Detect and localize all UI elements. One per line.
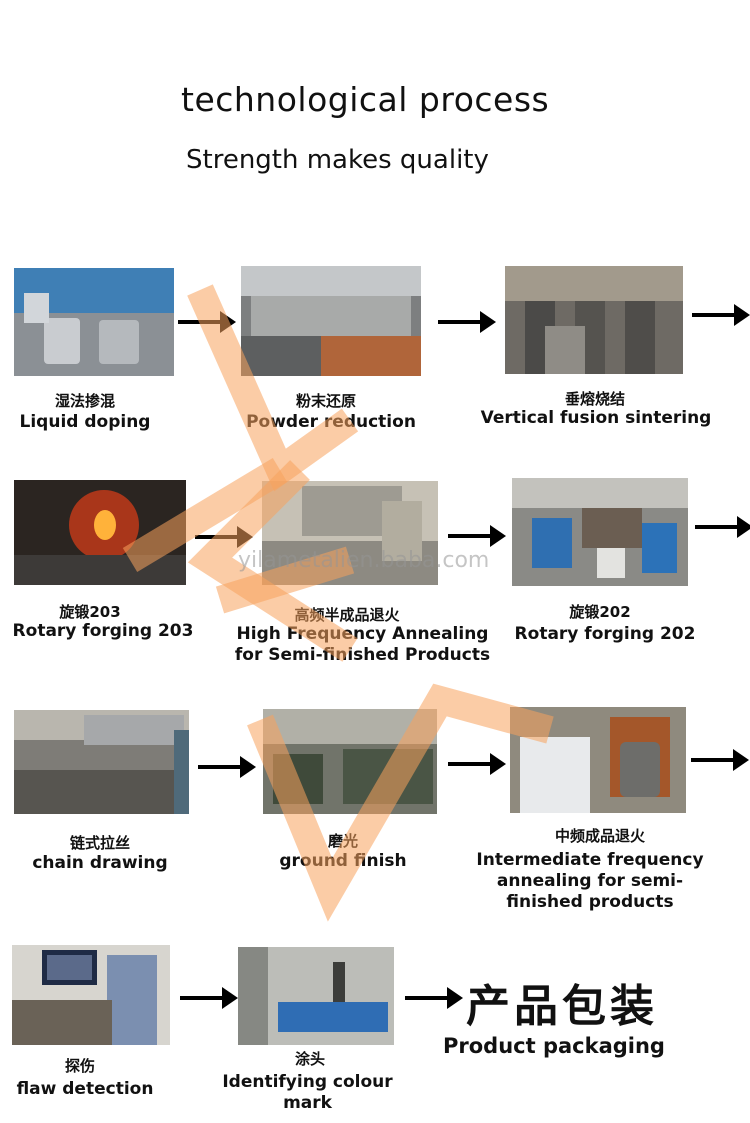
arrow-right-icon (695, 516, 750, 538)
step-1-en: Liquid doping (19, 412, 151, 432)
step-6-cn: 旋锻202 (569, 603, 631, 621)
step-7-cn: 链式拉丝 (69, 834, 130, 852)
step-1-cn: 湿法掺混 (54, 392, 115, 410)
arrow-right-icon (691, 749, 749, 771)
step-4-cn: 旋锻203 (59, 603, 121, 621)
arrow-right-icon (438, 311, 496, 333)
rotary-forging-202-photo (512, 478, 688, 586)
intermediate-frequency-annealing-photo (510, 707, 686, 813)
step-10-cn: 探伤 (64, 1057, 95, 1075)
arrow-right-icon (180, 987, 238, 1009)
step-2-en: Powder reduction (246, 412, 416, 432)
step-3-cn: 垂熔烧结 (564, 390, 625, 408)
powder-reduction-photo (241, 266, 421, 376)
step-8-en: ground finish (279, 851, 407, 871)
step-11-cn: 涂头 (294, 1050, 325, 1068)
watermark-url: yilametalien.baba.com (238, 548, 490, 573)
product-packaging-cn: 产品包装 (466, 981, 658, 1032)
flaw-detection-photo (12, 945, 170, 1045)
chain-drawing-photo (14, 710, 189, 814)
step-5-cn: 高频半成品退火 (294, 606, 400, 624)
step-9-cn: 中频成品退火 (554, 827, 645, 845)
arrow-right-icon (448, 525, 506, 547)
page-title: technological process (181, 80, 550, 119)
step-4-en: Rotary forging 203 (12, 621, 194, 641)
step-8-cn: 磨光 (327, 832, 358, 850)
arrow-right-icon (198, 756, 256, 778)
step-3-en: Vertical fusion sintering (480, 408, 712, 428)
liquid-doping-photo (14, 268, 174, 376)
rotary-forging-203-photo (14, 480, 186, 585)
colour-mark-photo (238, 947, 394, 1045)
step-10-en: flaw detection (16, 1079, 154, 1099)
page-subtitle: Strength makes quality (186, 145, 489, 175)
ground-finish-photo (263, 709, 437, 814)
product-packaging-en: Product packaging (443, 1034, 665, 1058)
vertical-fusion-sintering-photo (505, 266, 683, 374)
step-6-en: Rotary forging 202 (514, 624, 696, 644)
arrow-right-icon (448, 753, 506, 775)
arrow-right-icon (405, 987, 463, 1009)
arrow-right-icon (195, 526, 253, 548)
step-2-cn: 粉末还原 (295, 392, 356, 410)
step-7-en: chain drawing (32, 853, 168, 873)
step-11-en: Identifying colour mark (222, 1072, 393, 1113)
step-5-en: High Frequency Annealing for Semi-finish… (234, 624, 491, 665)
arrow-right-icon (178, 311, 236, 333)
step-9-en: Intermediate frequency annealing for sem… (476, 850, 704, 912)
arrow-right-icon (692, 304, 750, 326)
